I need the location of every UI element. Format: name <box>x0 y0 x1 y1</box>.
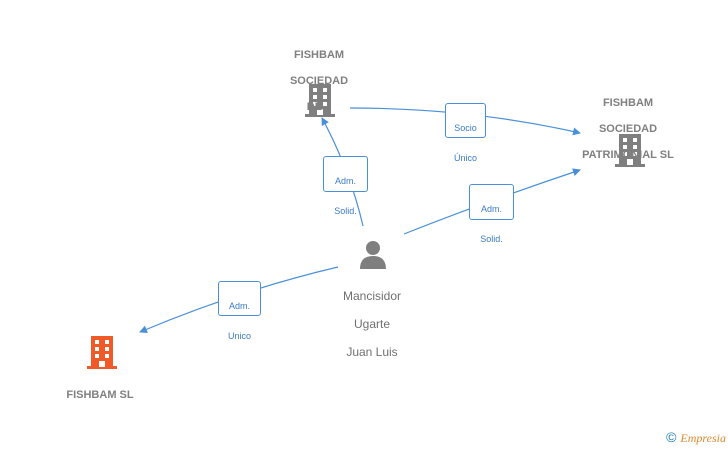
label-line: FISHBAM <box>602 97 654 109</box>
edge-label-adm-unico[interactable]: Adm. Unico <box>218 281 261 341</box>
edge-label-line: Adm. <box>228 301 250 311</box>
person-icon[interactable] <box>360 241 386 269</box>
edge-label-line: Adm. <box>480 204 502 214</box>
company-label-fishbam-sl[interactable]: FISHBAM SL <box>50 376 150 415</box>
label-line: PATRIMONIAL SL <box>582 149 674 161</box>
label-line: Juan Luis <box>346 345 398 359</box>
label-line: Ugarte <box>353 317 391 331</box>
edge-label-line: Socio <box>454 123 477 133</box>
copyright-icon: © <box>666 429 677 445</box>
empresia-watermark: ©Empresia <box>666 429 726 446</box>
label-line: FISHBAM SL <box>66 389 134 401</box>
edge-label-line: Unico <box>227 331 251 341</box>
company-label-fishbam-patrimonial[interactable]: FISHBAM SOCIEDAD PATRIMONIAL SL <box>568 84 688 175</box>
label-line: Mancisidor <box>342 289 402 303</box>
building-icon[interactable] <box>305 84 335 117</box>
label-line: DE... <box>306 101 332 113</box>
company-label-fishbam-sociedad-de[interactable]: FISHBAM SOCIEDAD DE... <box>274 36 364 127</box>
person-label-mancisidor[interactable]: Mancisidor Ugarte Juan Luis <box>322 275 422 373</box>
label-line: FISHBAM <box>293 49 345 61</box>
label-line: SOCIEDAD <box>598 123 658 135</box>
building-icon[interactable] <box>615 134 645 167</box>
edge-label-line: Solid. <box>480 234 503 244</box>
edge-label-line: Adm. <box>334 176 356 186</box>
edge-label-adm-solid-1[interactable]: Adm. Solid. <box>323 156 368 216</box>
edge-label-line: Solid. <box>334 206 357 216</box>
building-icon[interactable] <box>87 336 117 369</box>
brand-name: mpresia <box>687 431 726 445</box>
edge-label-line: Único <box>453 153 477 163</box>
edge-label-socio-unico[interactable]: Socio Único <box>445 103 486 163</box>
label-line: SOCIEDAD <box>289 75 349 87</box>
edge-label-adm-solid-2[interactable]: Adm. Solid. <box>469 184 514 244</box>
brand-initial: E <box>680 431 688 445</box>
